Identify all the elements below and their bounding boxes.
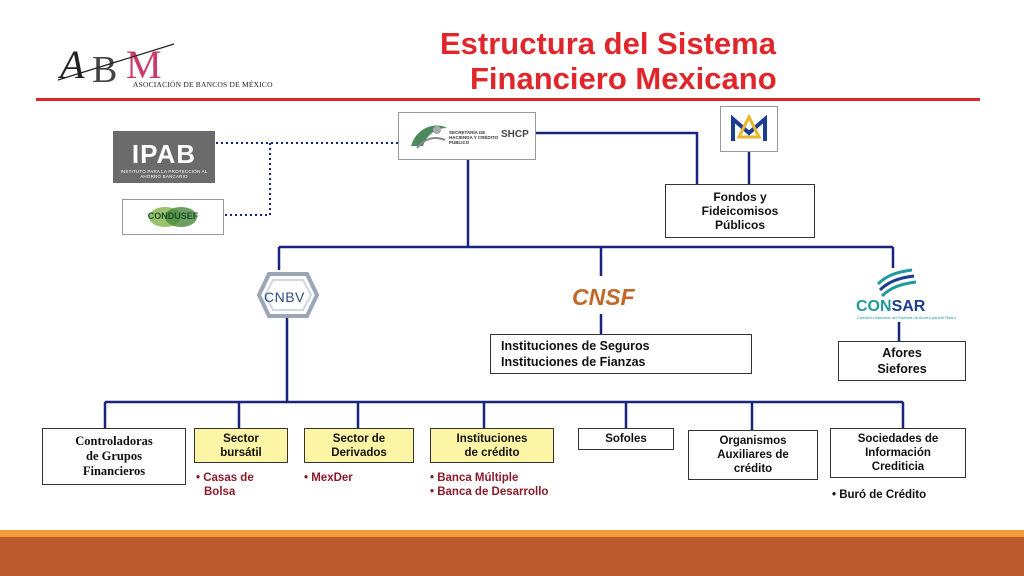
afores-siefores-box: Afores Siefores xyxy=(838,341,966,381)
m-logo xyxy=(720,106,778,152)
sofoles-label: Sofoles xyxy=(605,433,647,445)
consar-logo: CONSAR xyxy=(856,298,925,316)
subitem: Bolsa xyxy=(204,486,236,498)
fondos-fideicomisos-box: Fondos y Fideicomisos Públicos xyxy=(665,184,815,238)
derivados-subitems: • MexDer xyxy=(304,471,353,485)
bursatil-line: Sector xyxy=(223,432,259,445)
sociedades-subitems: • Buró de Crédito xyxy=(832,488,926,502)
subitem: • Banca de Desarrollo xyxy=(430,486,549,498)
controladoras-line: Financieros xyxy=(82,464,146,478)
sector-derivados-box: Sector de Derivados xyxy=(304,428,414,463)
bursatil-subitems: • Casas de Bolsa xyxy=(196,471,254,499)
consar-caption: Comisión Nacional del Sistema de Ahorro … xyxy=(857,315,956,320)
title-line-2: Financiero Mexicano xyxy=(470,61,777,96)
page-title: Estructura del Sistema Financiero Mexica… xyxy=(440,26,980,96)
sociedades-line: Crediticia xyxy=(871,461,925,473)
organismos-line: Auxiliares de xyxy=(717,449,789,461)
organismos-line: crédito xyxy=(733,463,773,475)
fondos-line: Fondos y xyxy=(713,190,767,204)
derivados-line: Derivados xyxy=(331,446,387,459)
organismos-line: Organismos xyxy=(719,435,787,447)
abm-logo: A B M xyxy=(57,42,175,91)
controladoras-line: de Grupos xyxy=(86,449,142,463)
condusef-emblem-icon xyxy=(149,207,197,227)
cnsf-logo: CNSF xyxy=(572,284,635,310)
shcp-caption: SECRETARÍA DE HACIENDA Y CRÉDITO PÚBLICO xyxy=(449,130,499,145)
seguros-fianzas-box: Instituciones de Seguros Instituciones d… xyxy=(490,334,752,374)
m-emblem-icon xyxy=(731,113,767,141)
fondos-line: Fideicomisos xyxy=(701,204,779,218)
eagle-emblem-icon xyxy=(411,125,447,149)
sociedades-informacion-box: Sociedades de Información Crediticia xyxy=(830,428,966,478)
abm-caption: ASOCIACIÓN DE BANCOS DE MÉXICO xyxy=(133,80,273,89)
consar-name-b: SAR xyxy=(891,298,926,315)
ipab-caption: INSTITUTO PARA LA PROTECCIÓN AL AHORRO B… xyxy=(120,169,208,179)
sector-bursatil-box: Sector bursátil xyxy=(194,428,288,463)
seguros-line: Instituciones de Fianzas xyxy=(501,355,646,369)
subitem: • Buró de Crédito xyxy=(832,489,927,501)
fondos-line: Públicos xyxy=(714,218,765,232)
shcp-code: SHCP xyxy=(501,129,529,140)
credito-subitems: • Banca Múltiple • Banca de Desarrollo xyxy=(430,471,548,499)
footer-bar xyxy=(0,537,1024,576)
subitem: • MexDer xyxy=(304,472,353,484)
sociedades-line: Sociedades de xyxy=(857,433,939,445)
consar-name-a: CON xyxy=(856,298,892,315)
credito-line: Instituciones xyxy=(456,432,528,445)
subitem: • Casas de xyxy=(196,472,254,484)
bursatil-line: bursátil xyxy=(220,446,262,459)
controladoras-line: Controladoras xyxy=(75,434,153,448)
subitem: • Banca Múltiple xyxy=(430,472,519,484)
consar-emblem-icon xyxy=(876,268,917,298)
afores-line: Afores xyxy=(882,346,922,360)
instituciones-credito-box: Instituciones de crédito xyxy=(430,428,554,463)
sofoles-box: Sofoles xyxy=(578,428,674,450)
credito-line: de crédito xyxy=(464,446,520,459)
condusef-logo: CONDUSEF xyxy=(122,199,224,235)
cnbv-name: CNBV xyxy=(264,289,305,305)
svg-text:B: B xyxy=(92,49,117,91)
organismos-auxiliares-box: Organismos Auxiliares de crédito xyxy=(688,430,818,480)
ipab-name: IPAB xyxy=(131,139,197,169)
ipab-logo: IPAB INSTITUTO PARA LA PROTECCIÓN AL AHO… xyxy=(113,131,215,183)
title-line-1: Estructura del Sistema xyxy=(440,26,776,61)
shcp-logo: SECRETARÍA DE HACIENDA Y CRÉDITO PÚBLICO… xyxy=(398,112,536,160)
condusef-name: CONDUSEF xyxy=(147,211,199,221)
title-divider xyxy=(36,98,980,101)
svg-text:A: A xyxy=(57,42,85,87)
derivados-line: Sector de xyxy=(332,432,386,445)
seguros-line: Instituciones de Seguros xyxy=(501,339,650,353)
cnbv-logo xyxy=(256,272,320,318)
sociedades-line: Información xyxy=(865,447,931,459)
afores-line: Siefores xyxy=(877,362,927,376)
footer-accent-bar xyxy=(0,530,1024,537)
controladoras-box: Controladoras de Grupos Financieros xyxy=(42,428,186,485)
